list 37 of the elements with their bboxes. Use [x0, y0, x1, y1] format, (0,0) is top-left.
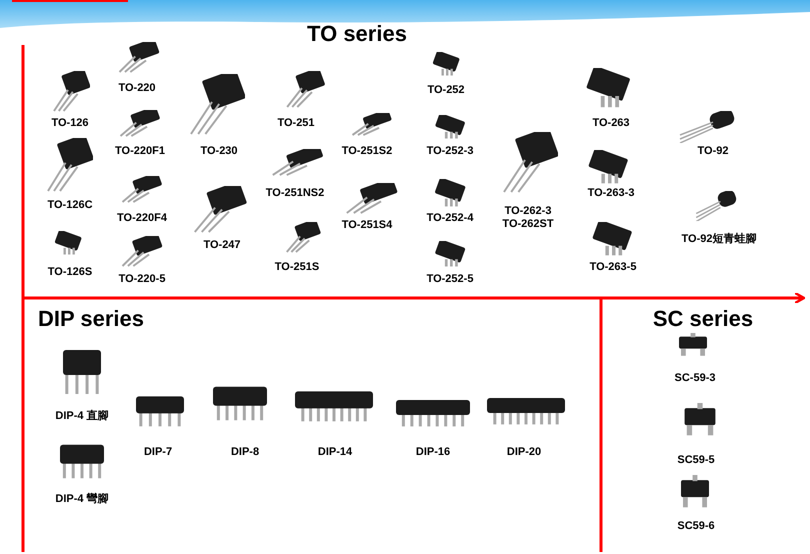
package-name: TO-220 — [118, 82, 156, 95]
package-name: DIP-20 — [506, 446, 542, 459]
package-name: TO-220F1 — [115, 145, 165, 158]
package-name: TO-263-5 — [590, 261, 636, 274]
package-name: TO-251NS2 — [266, 187, 324, 200]
package-name: TO-126C — [47, 199, 93, 212]
package-name: SC59-5 — [677, 454, 715, 467]
package-name: TO-126S — [48, 266, 92, 279]
section-heading: DIP series — [38, 306, 144, 332]
package-name: TO-252-4 — [426, 212, 474, 225]
package-name: TO-92 — [698, 145, 728, 158]
package-name: DIP-7 — [144, 446, 172, 459]
package-name: TO-251S — [274, 261, 320, 274]
package-name: TO-247 — [203, 239, 241, 252]
package-name: TO-251S4 — [342, 219, 392, 232]
package-name: DIP-14 — [318, 446, 352, 459]
package-name: TO-263-3 — [588, 187, 634, 200]
package-name: TO-263 — [592, 117, 630, 130]
package-name: DIP-8 — [230, 446, 260, 459]
package-name: TO-251 — [277, 117, 315, 130]
package-name: TO-230 — [200, 145, 238, 158]
package-name: TO-252 — [427, 84, 465, 97]
package-name: DIP-4 直腳 — [55, 410, 109, 423]
package-name: SC-59-3 — [674, 372, 716, 385]
section-heading: SC series — [652, 306, 754, 332]
package-name: DIP-16 — [416, 446, 450, 459]
package-name: TO-92短青蛙腳 — [682, 233, 756, 246]
section-heading: TO series — [307, 21, 407, 47]
package-name: TO-220-5 — [118, 273, 166, 286]
package-name: SC59-6 — [677, 520, 715, 533]
package-name: TO-262-3 TO-262ST — [501, 205, 555, 231]
package-name: TO-220F4 — [117, 212, 167, 225]
package-name: TO-126 — [51, 117, 89, 130]
package-name: TO-252-3 — [426, 145, 474, 158]
package-name: TO-252-5 — [426, 273, 474, 286]
package-name: TO-251S2 — [342, 145, 392, 158]
package-name: DIP-4 彎腳 — [55, 493, 109, 506]
